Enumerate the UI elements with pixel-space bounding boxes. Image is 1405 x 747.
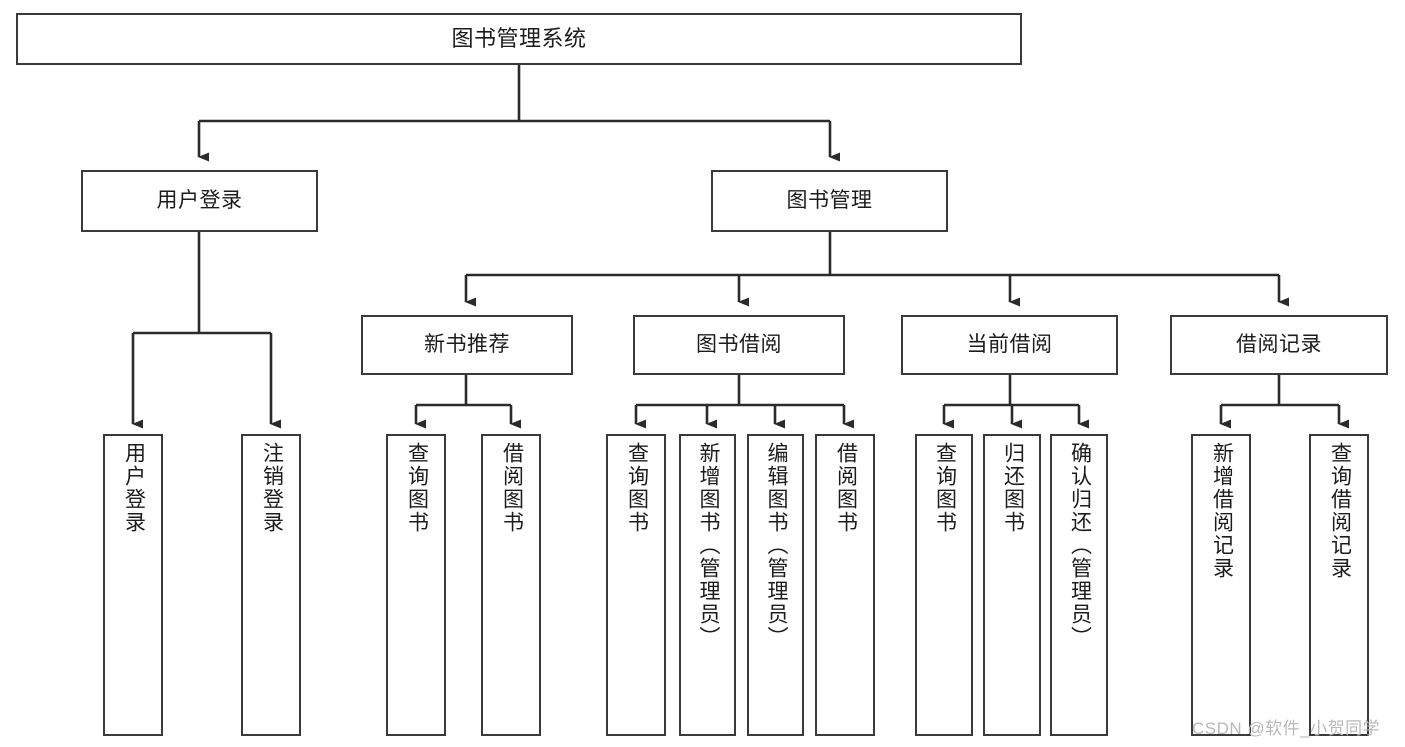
node-label: 图书管理系统 xyxy=(451,26,587,52)
leaf-borrow-record-add-record[interactable]: 新增借阅记录 xyxy=(1191,434,1251,736)
leaf-book-borrow-query-book[interactable]: 查询图书 xyxy=(606,434,666,736)
leaf-current-borrow-return-book[interactable]: 归还图书 xyxy=(983,434,1041,736)
leaf-book-borrow-add-book[interactable]: 新增图书（管理员） xyxy=(679,434,736,736)
node-label: 新书推荐 xyxy=(424,332,510,356)
node-label: 查询图书 xyxy=(933,442,957,534)
node-label: 新增图书（管理员） xyxy=(696,442,720,649)
node-label: 归还图书 xyxy=(1001,442,1025,534)
node-user-login[interactable]: 用户登录 xyxy=(81,170,318,232)
csdn-watermark: CSDN @软件_小贺同学 xyxy=(1192,719,1381,738)
node-label: 图书管理 xyxy=(786,188,873,212)
leaf-new-book-borrow-book[interactable]: 借阅图书 xyxy=(481,434,541,736)
node-current-borrow[interactable]: 当前借阅 xyxy=(901,315,1118,375)
node-label: 确认归还（管理员） xyxy=(1068,442,1092,649)
leaf-book-borrow-borrow-book[interactable]: 借阅图书 xyxy=(815,434,875,736)
leaf-book-borrow-edit-book[interactable]: 编辑图书（管理员） xyxy=(747,434,804,736)
node-label: 当前借阅 xyxy=(966,332,1053,356)
node-root-system[interactable]: 图书管理系统 xyxy=(16,13,1022,65)
leaf-user-login-login[interactable]: 用户登录 xyxy=(103,434,163,736)
node-label: 借阅记录 xyxy=(1236,332,1322,356)
node-label: 图书借阅 xyxy=(696,332,782,356)
node-new-book-recommend[interactable]: 新书推荐 xyxy=(361,315,573,375)
node-label: 注销登录 xyxy=(260,442,284,534)
node-label: 查询图书 xyxy=(405,442,429,534)
node-label: 用户登录 xyxy=(156,188,243,212)
leaf-borrow-record-query-record[interactable]: 查询借阅记录 xyxy=(1309,434,1369,736)
leaf-current-borrow-confirm-return[interactable]: 确认归还（管理员） xyxy=(1050,434,1108,736)
node-label: 查询借阅记录 xyxy=(1328,442,1352,580)
node-label: 查询图书 xyxy=(625,442,649,534)
leaf-current-borrow-query-book[interactable]: 查询图书 xyxy=(915,434,973,736)
leaf-user-login-logout[interactable]: 注销登录 xyxy=(241,434,301,736)
node-label: 借阅图书 xyxy=(500,442,524,534)
node-book-borrow[interactable]: 图书借阅 xyxy=(633,315,845,375)
node-borrow-record[interactable]: 借阅记录 xyxy=(1170,315,1388,375)
node-label: 新增借阅记录 xyxy=(1210,442,1234,580)
leaf-new-book-query-book[interactable]: 查询图书 xyxy=(386,434,446,736)
node-label: 借阅图书 xyxy=(834,442,858,534)
node-label: 编辑图书（管理员） xyxy=(764,442,788,649)
node-book-management[interactable]: 图书管理 xyxy=(711,170,948,232)
node-label: 用户登录 xyxy=(122,442,146,534)
